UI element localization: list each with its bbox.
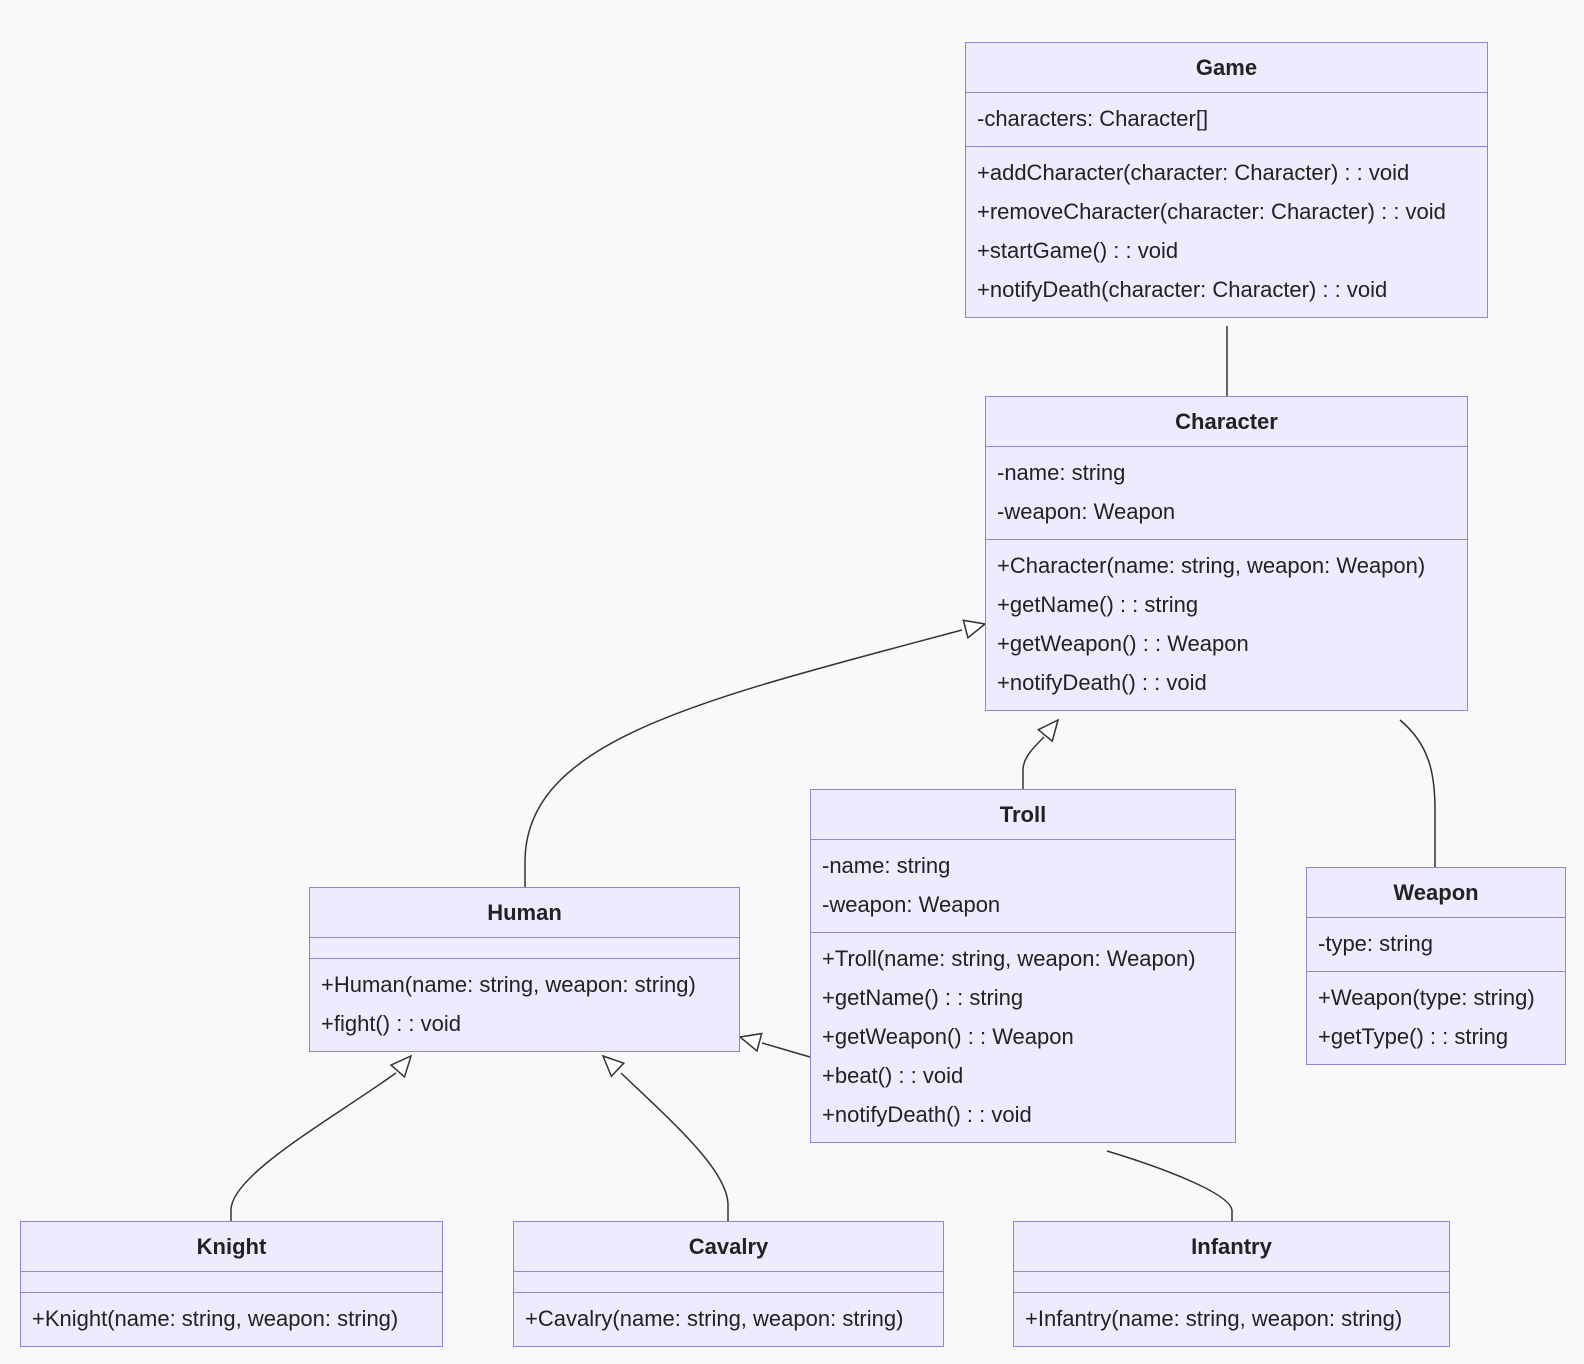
method: +beat() : : void xyxy=(822,1063,964,1088)
method: +startGame() : : void xyxy=(977,238,1179,263)
relation-troll-character xyxy=(1022,718,1060,789)
methods-section: +Troll(name: string, weapon: Weapon) +get… xyxy=(811,933,1235,1142)
inheritance-arrowhead xyxy=(738,1032,763,1053)
attribute: -name: string xyxy=(822,853,951,878)
inheritance-arrowhead xyxy=(601,1054,626,1078)
method: +Troll(name: string, weapon: Weapon) xyxy=(822,946,1196,971)
methods-section: +Knight(name: string, weapon: string) xyxy=(21,1293,442,1346)
attributes-section xyxy=(1014,1272,1449,1293)
class-name: Game xyxy=(966,43,1487,93)
method: +Cavalry(name: string, weapon: string) xyxy=(525,1306,904,1331)
attributes-section: -characters: Character[] xyxy=(966,93,1487,147)
class-infantry: Infantry +Infantry(name: string, weapon: … xyxy=(1013,1221,1450,1347)
relation-line xyxy=(1106,1150,1233,1221)
method: +Character(name: string, weapon: Weapon) xyxy=(997,553,1426,578)
method: +notifyDeath(character: Character) : : v… xyxy=(977,277,1388,302)
method: +notifyDeath() : : void xyxy=(822,1102,1032,1127)
methods-section: +Human(name: string, weapon: string) +fig… xyxy=(310,959,739,1051)
method: +getWeapon() : : Weapon xyxy=(997,631,1249,656)
method: +addCharacter(character: Character) : : … xyxy=(977,160,1410,185)
class-name: Weapon xyxy=(1307,868,1565,918)
attributes-section xyxy=(514,1272,943,1293)
relation-troll-infantry xyxy=(1106,1150,1233,1221)
method: +Knight(name: string, weapon: string) xyxy=(32,1306,399,1331)
relation-line xyxy=(1022,736,1045,789)
methods-section: +Infantry(name: string, weapon: string) xyxy=(1014,1293,1449,1346)
method: +Infantry(name: string, weapon: string) xyxy=(1025,1306,1403,1331)
relation-knight-human xyxy=(230,1054,413,1221)
relation-cavalry-human xyxy=(601,1054,729,1221)
class-cavalry: Cavalry +Cavalry(name: string, weapon: st… xyxy=(513,1221,944,1347)
class-name: Human xyxy=(310,888,739,938)
attribute: -name: string xyxy=(997,460,1126,485)
attributes-section: -name: string -weapon: Weapon xyxy=(986,447,1467,540)
method: +getName() : : string xyxy=(997,592,1199,617)
methods-section: +addCharacter(character: Character) : : … xyxy=(966,147,1487,317)
class-name: Character xyxy=(986,397,1467,447)
attributes-section xyxy=(310,938,739,959)
class-game: Game -characters: Character[] +addCharacte… xyxy=(965,42,1488,318)
attributes-section: -type: string xyxy=(1307,918,1565,972)
methods-section: +Character(name: string, weapon: Weapon)… xyxy=(986,540,1467,710)
method: +getWeapon() : : Weapon xyxy=(822,1024,1074,1049)
method: +Weapon(type: string) xyxy=(1318,985,1535,1010)
class-name: Cavalry xyxy=(514,1222,943,1272)
class-knight: Knight +Knight(name: string, weapon: stri… xyxy=(20,1221,443,1347)
methods-section: +Cavalry(name: string, weapon: string) xyxy=(514,1293,943,1346)
class-weapon: Weapon -type: string +Weapon(type: string)… xyxy=(1306,867,1566,1065)
attribute: -weapon: Weapon xyxy=(997,499,1176,524)
method: +getName() : : string xyxy=(822,985,1024,1010)
inheritance-arrowhead xyxy=(389,1054,413,1079)
method: +getType() : : string xyxy=(1318,1024,1509,1049)
method: +fight() : : void xyxy=(321,1011,462,1036)
relation-line xyxy=(1399,719,1436,867)
attribute: -characters: Character[] xyxy=(977,106,1209,131)
class-name: Troll xyxy=(811,790,1235,840)
class-troll: Troll -name: string -weapon: Weapon +Troll(… xyxy=(810,789,1236,1143)
class-name: Infantry xyxy=(1014,1222,1449,1272)
inheritance-arrowhead xyxy=(1036,718,1060,743)
attribute: -weapon: Weapon xyxy=(822,892,1001,917)
relation-troll-human xyxy=(738,1032,811,1058)
class-name: Knight xyxy=(21,1222,442,1272)
methods-section: +Weapon(type: string) +getType() : : stri… xyxy=(1307,972,1565,1064)
class-human: Human +Human(name: string, weapon: string… xyxy=(309,887,740,1052)
attributes-section: -name: string -weapon: Weapon xyxy=(811,840,1235,933)
relation-line xyxy=(620,1072,729,1221)
class-character: Character -name: string -weapon: Weapon +Ch… xyxy=(985,396,1468,711)
relation-line xyxy=(761,1042,811,1058)
inheritance-arrowhead xyxy=(962,619,987,640)
attributes-section xyxy=(21,1272,442,1293)
relation-character-weapon xyxy=(1399,719,1436,867)
method: +removeCharacter(character: Character) :… xyxy=(977,199,1446,224)
attribute: -type: string xyxy=(1318,931,1433,956)
method: +notifyDeath() : : void xyxy=(997,670,1207,695)
relation-line xyxy=(230,1072,397,1221)
method: +Human(name: string, weapon: string) xyxy=(321,972,696,997)
